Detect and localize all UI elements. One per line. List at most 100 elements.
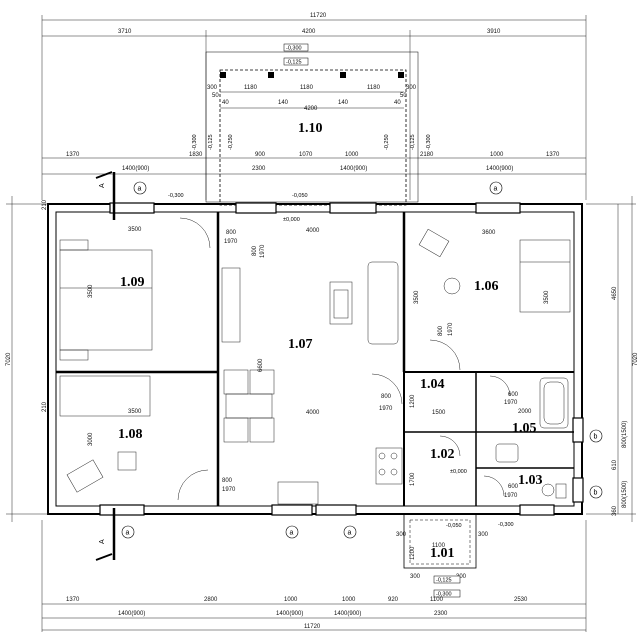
room-1-05: 1.05 2000 600 1970 xyxy=(489,375,569,463)
axis-a-5: a xyxy=(348,530,352,537)
section-a-top: A xyxy=(99,183,106,188)
dim-r105-w: 2000 xyxy=(518,409,532,415)
entrance-1-01: 1.01 1100 300 300 1200 300 300 -0,050 -0… xyxy=(396,513,514,598)
dim-left-total: 7020 xyxy=(6,352,12,366)
dim-r101-w: 1100 xyxy=(432,543,446,549)
dim-door-800-d: 800 xyxy=(252,245,258,256)
room-label-1-10: 1.10 xyxy=(298,121,323,136)
dim-terrace-post2: 140 xyxy=(338,100,349,106)
dim-row3-c: 1400(900) xyxy=(486,166,513,172)
dim-door-600-a: 600 xyxy=(508,392,519,398)
level-l10: -0,050 xyxy=(292,193,308,199)
interior-walls xyxy=(56,212,574,506)
level-l16: -0,300 xyxy=(436,592,452,598)
level-l7: -0,125 xyxy=(410,134,416,150)
level-l6: -0,250 xyxy=(384,134,390,150)
dim-door-1970-f: 1970 xyxy=(504,400,518,406)
dim-terrace-side-l: 300 xyxy=(207,85,218,91)
level-l4: -0,125 xyxy=(208,134,214,150)
level-l1: -0,300 xyxy=(286,46,302,52)
dim-row2-a: 1370 xyxy=(66,152,80,158)
dim-r109-h: 3500 xyxy=(88,284,94,298)
dim-terrace-inner: 4200 xyxy=(304,106,318,112)
dim-door-800-b: 800 xyxy=(222,478,233,484)
dim-door-1970-g: 1970 xyxy=(504,493,518,499)
dim-r109-w: 3500 xyxy=(128,227,142,233)
dim-right-c: 610 xyxy=(612,459,618,470)
dim-r102-h: 1700 xyxy=(410,472,416,486)
room-1-06: 3600 1.06 3500 3500 800 1970 xyxy=(414,228,571,371)
dim-top-total: 11720 xyxy=(310,13,327,19)
dim-r107-h: 6600 xyxy=(258,358,264,372)
dim-terrace-50-r: 50 xyxy=(400,93,407,99)
dim-right-a: 4650 xyxy=(612,286,618,300)
level-l2: -0,125 xyxy=(286,60,302,66)
dim-bot-f: 1100 xyxy=(430,597,444,603)
level-l5: -0,250 xyxy=(228,134,234,150)
dim-right-total: 7020 xyxy=(633,352,639,366)
dim-top-seg2: 4200 xyxy=(302,29,316,35)
room-label-1-03: 1.03 xyxy=(518,473,543,488)
axis-b-2: b xyxy=(594,490,598,497)
dim-door-1970-b: 1970 xyxy=(222,487,236,493)
room-1-09: 3500 3500 1.09 800 1970 xyxy=(59,217,241,361)
dim-row2-e: 1070 xyxy=(299,152,313,158)
dim-row2-g: 2180 xyxy=(420,152,434,158)
dim-row2-f: 1000 xyxy=(345,152,359,158)
room-1-07: 4000 4000 6600 1.07 800 1970 800 1970 ±0… xyxy=(168,193,403,505)
room-1-08: 3500 3000 1.08 800 1970 xyxy=(59,375,236,501)
terrace-1-10: 1180 1180 1180 300 300 140 140 4200 40 4… xyxy=(192,43,432,206)
level-l15: -0,125 xyxy=(436,578,452,584)
dim-bot2-d: 2300 xyxy=(434,611,448,617)
dim-left-a: 210 xyxy=(42,199,48,210)
dim-r104-h: 1200 xyxy=(410,394,416,408)
dim-top-seg1: 3710 xyxy=(118,29,132,35)
level-l12: ±0,000 xyxy=(283,217,300,223)
section-markers: A A xyxy=(95,171,116,561)
dim-row3-a: 2300 xyxy=(252,166,266,172)
dim-door-1970-d: 1970 xyxy=(260,244,266,258)
room-1-02: 1.02 ±0,000 1700 xyxy=(410,435,467,486)
dim-terrace-post1: 140 xyxy=(278,100,289,106)
dim-bot-total: 11720 xyxy=(304,624,321,630)
level-l13: -0,050 xyxy=(446,523,462,529)
dim-r101-d: 300 xyxy=(410,574,421,580)
dim-row2-i: 1370 xyxy=(546,152,560,158)
side-dimensions: 7020 210 210 7020 4650 800(1500) 610 800… xyxy=(6,196,639,522)
dim-r108-w: 3500 xyxy=(128,409,142,415)
level-l11: ±0,000 xyxy=(450,469,467,475)
dim-bot-b: 2800 xyxy=(204,597,218,603)
axis-a-1: a xyxy=(138,186,142,193)
dim-bot-c: 1000 xyxy=(284,597,298,603)
room-label-1-06: 1.06 xyxy=(474,279,499,294)
dim-row2-b: 1400(900) xyxy=(122,166,149,172)
dim-r106-h2: 3500 xyxy=(544,290,550,304)
axis-a-3: a xyxy=(126,530,130,537)
dim-r101-c: 1200 xyxy=(410,546,416,560)
axis-b-1: b xyxy=(594,434,598,441)
dim-r108-h: 3000 xyxy=(88,432,94,446)
dim-terrace-top1: 1180 xyxy=(244,85,258,91)
dim-bot-g: 2530 xyxy=(514,597,528,603)
dim-door-800-c: 800 xyxy=(381,394,392,400)
dim-terrace-top3: 1180 xyxy=(367,85,381,91)
dim-r106-w: 3600 xyxy=(482,230,496,236)
dim-r101-b: 300 xyxy=(478,532,489,538)
dim-door-600-b: 600 xyxy=(508,484,519,490)
room-1-04: 1.04 1500 1200 xyxy=(410,377,446,416)
dim-door-1970-a: 1970 xyxy=(224,239,238,245)
dim-r101-a: 300 xyxy=(396,532,407,538)
dim-door-800-e: 800 xyxy=(438,325,444,336)
dim-bot2-c: 1400(900) xyxy=(334,611,361,617)
axis-a-2: a xyxy=(494,186,498,193)
dim-bot2-a: 1400(900) xyxy=(118,611,145,617)
dim-bot-a: 1370 xyxy=(66,597,80,603)
bottom-dimensions: 1370 2800 1000 1000 920 1100 2530 1400(9… xyxy=(41,520,587,632)
axis-markers: a a a a a b b xyxy=(121,181,603,539)
outer-walls xyxy=(47,202,584,516)
dim-bot-e: 920 xyxy=(388,597,399,603)
axis-a-4: a xyxy=(290,530,294,537)
dim-left-b: 210 xyxy=(42,401,48,412)
dim-terrace-top2: 1180 xyxy=(300,85,314,91)
